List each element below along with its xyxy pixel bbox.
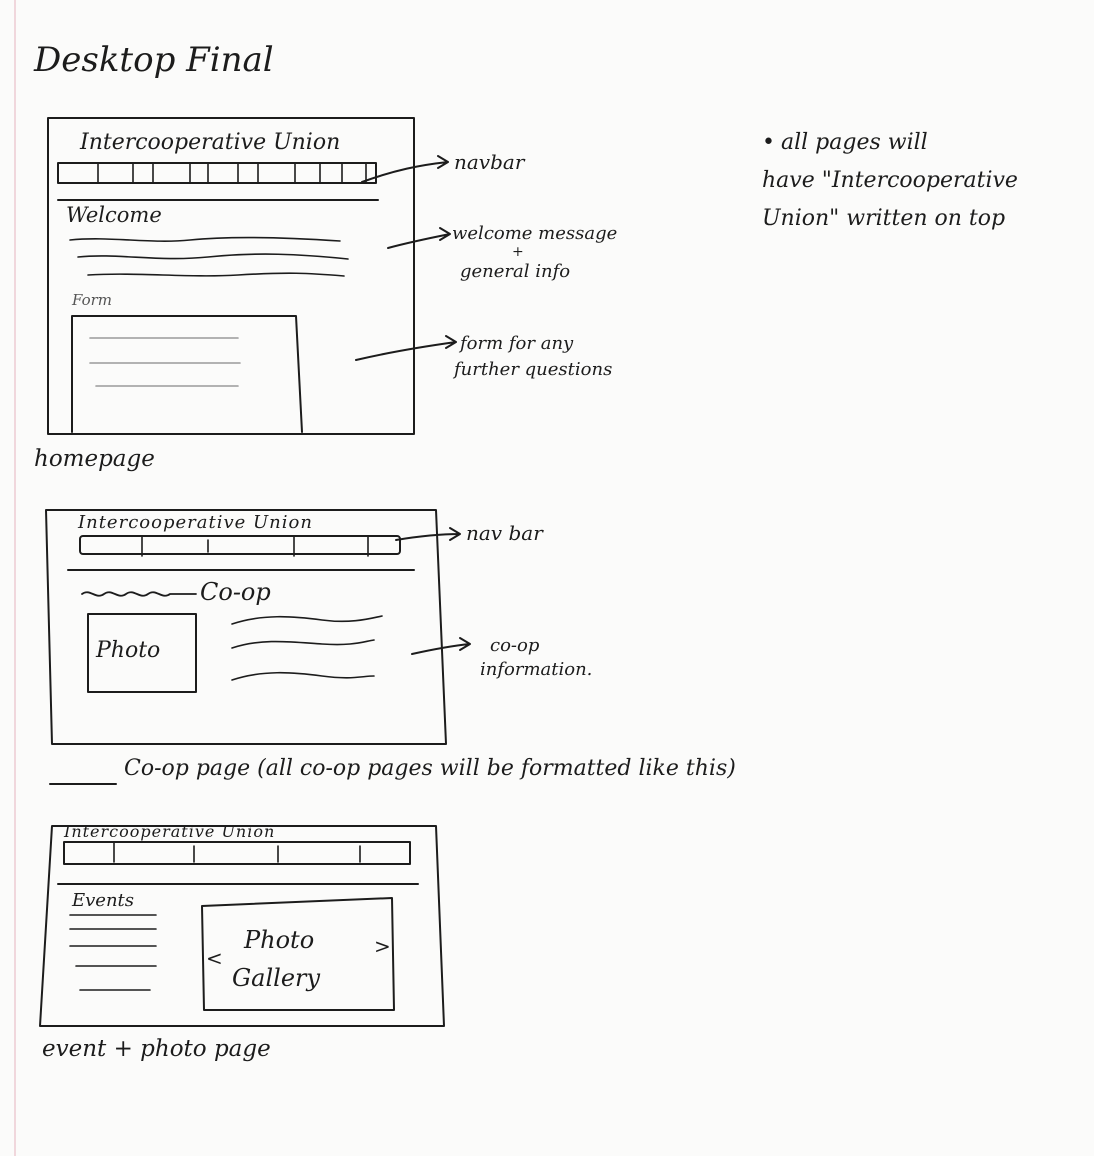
event-frame — [39, 825, 445, 1027]
coop-wireframe — [45, 509, 471, 745]
event-gallery-label-2: Gallery — [232, 964, 321, 992]
homepage-form-label: Form — [72, 291, 113, 309]
event-page-label: event + photo page — [42, 1036, 271, 1062]
form-arrow — [355, 335, 457, 361]
coop-info-scribble-2 — [231, 639, 375, 649]
coop-navbar-arrow — [395, 527, 461, 541]
gallery-next-arrow-icon: > — [374, 934, 391, 958]
coop-page-label: Co-op page (all co-op pages will be form… — [124, 756, 736, 781]
bullet-dot-icon: • — [762, 130, 775, 155]
homepage-form-box — [71, 315, 303, 433]
coop-navbar-dividers — [141, 535, 369, 557]
homepage-site-title: Intercooperative Union — [80, 130, 341, 155]
gallery-prev-arrow-icon: < — [206, 946, 223, 970]
coop-heading-scribble — [81, 591, 197, 597]
event-wireframe — [39, 825, 445, 1027]
coop-annotation-info-2: information. — [480, 659, 593, 680]
homepage-welcome-scribble-1 — [69, 236, 341, 242]
coop-info-scribble-1 — [231, 615, 383, 625]
event-gallery-box — [201, 897, 395, 1011]
annotation-navbar: navbar — [454, 150, 525, 174]
coop-annotation-navbar: nav bar — [466, 521, 543, 545]
homepage-navbar-dividers — [97, 162, 367, 184]
coop-info-arrow — [411, 637, 471, 655]
event-heading: Events — [72, 890, 135, 911]
coop-site-title: Intercooperative Union — [78, 512, 313, 533]
note-line-1: all pages will — [780, 130, 928, 155]
homepage-wireframe — [47, 117, 457, 435]
note-line-3: Union" written on top — [762, 206, 1006, 231]
annotation-welcome-plus: + — [512, 244, 524, 260]
notebook-margin-line — [14, 0, 16, 1156]
homepage-frame — [47, 117, 415, 435]
homepage-navbar — [57, 162, 377, 184]
event-navbar-dividers — [113, 841, 361, 863]
note-line-2: have "Intercooperative — [762, 168, 1018, 193]
homepage-label: homepage — [34, 446, 155, 472]
annotation-form-1: form for any — [460, 333, 574, 354]
event-navbar — [63, 841, 411, 865]
annotation-welcome-2: general info — [460, 261, 571, 282]
coop-frame — [45, 509, 447, 745]
navbar-arrow — [361, 155, 449, 183]
coop-navbar — [79, 535, 401, 555]
homepage-welcome-scribble-3 — [87, 272, 345, 277]
coop-photo-box — [87, 613, 197, 693]
general-note: •all pages will have "Intercooperative U… — [762, 124, 1082, 238]
welcome-arrow — [387, 227, 451, 249]
coop-heading: Co-op — [200, 578, 271, 606]
homepage-welcome-heading: Welcome — [66, 203, 162, 227]
homepage-welcome-scribble-2 — [77, 253, 349, 260]
page-title: Desktop Final — [34, 40, 274, 80]
annotation-welcome-1: welcome message — [452, 223, 618, 244]
event-site-title: Intercooperative Union — [64, 822, 276, 841]
coop-info-scribble-3 — [231, 671, 375, 681]
coop-photo-label: Photo — [96, 638, 161, 663]
coop-annotation-info-1: co-op — [490, 635, 540, 656]
annotation-form-2: further questions — [454, 359, 613, 380]
event-gallery-label-1: Photo — [244, 926, 315, 954]
